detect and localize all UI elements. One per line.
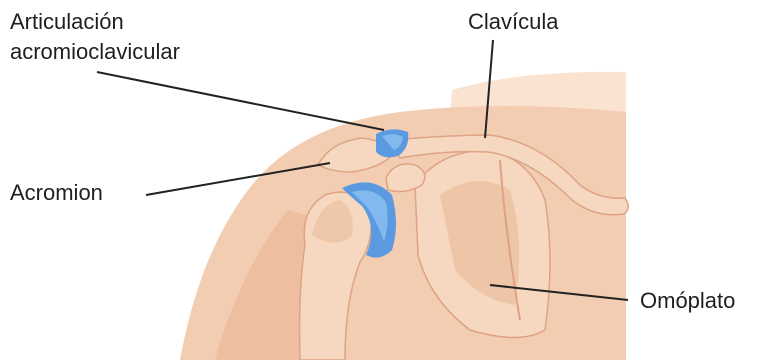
label-clavicle: Clavícula — [468, 8, 558, 35]
label-scapula: Omóplato — [640, 287, 735, 314]
leader-line-acromioclavicular — [97, 72, 384, 130]
label-acromioclavicular-line1: Articulación — [10, 8, 124, 35]
label-acromioclavicular-line2: acromioclavicular — [10, 38, 180, 65]
label-acromion: Acromion — [10, 179, 103, 206]
